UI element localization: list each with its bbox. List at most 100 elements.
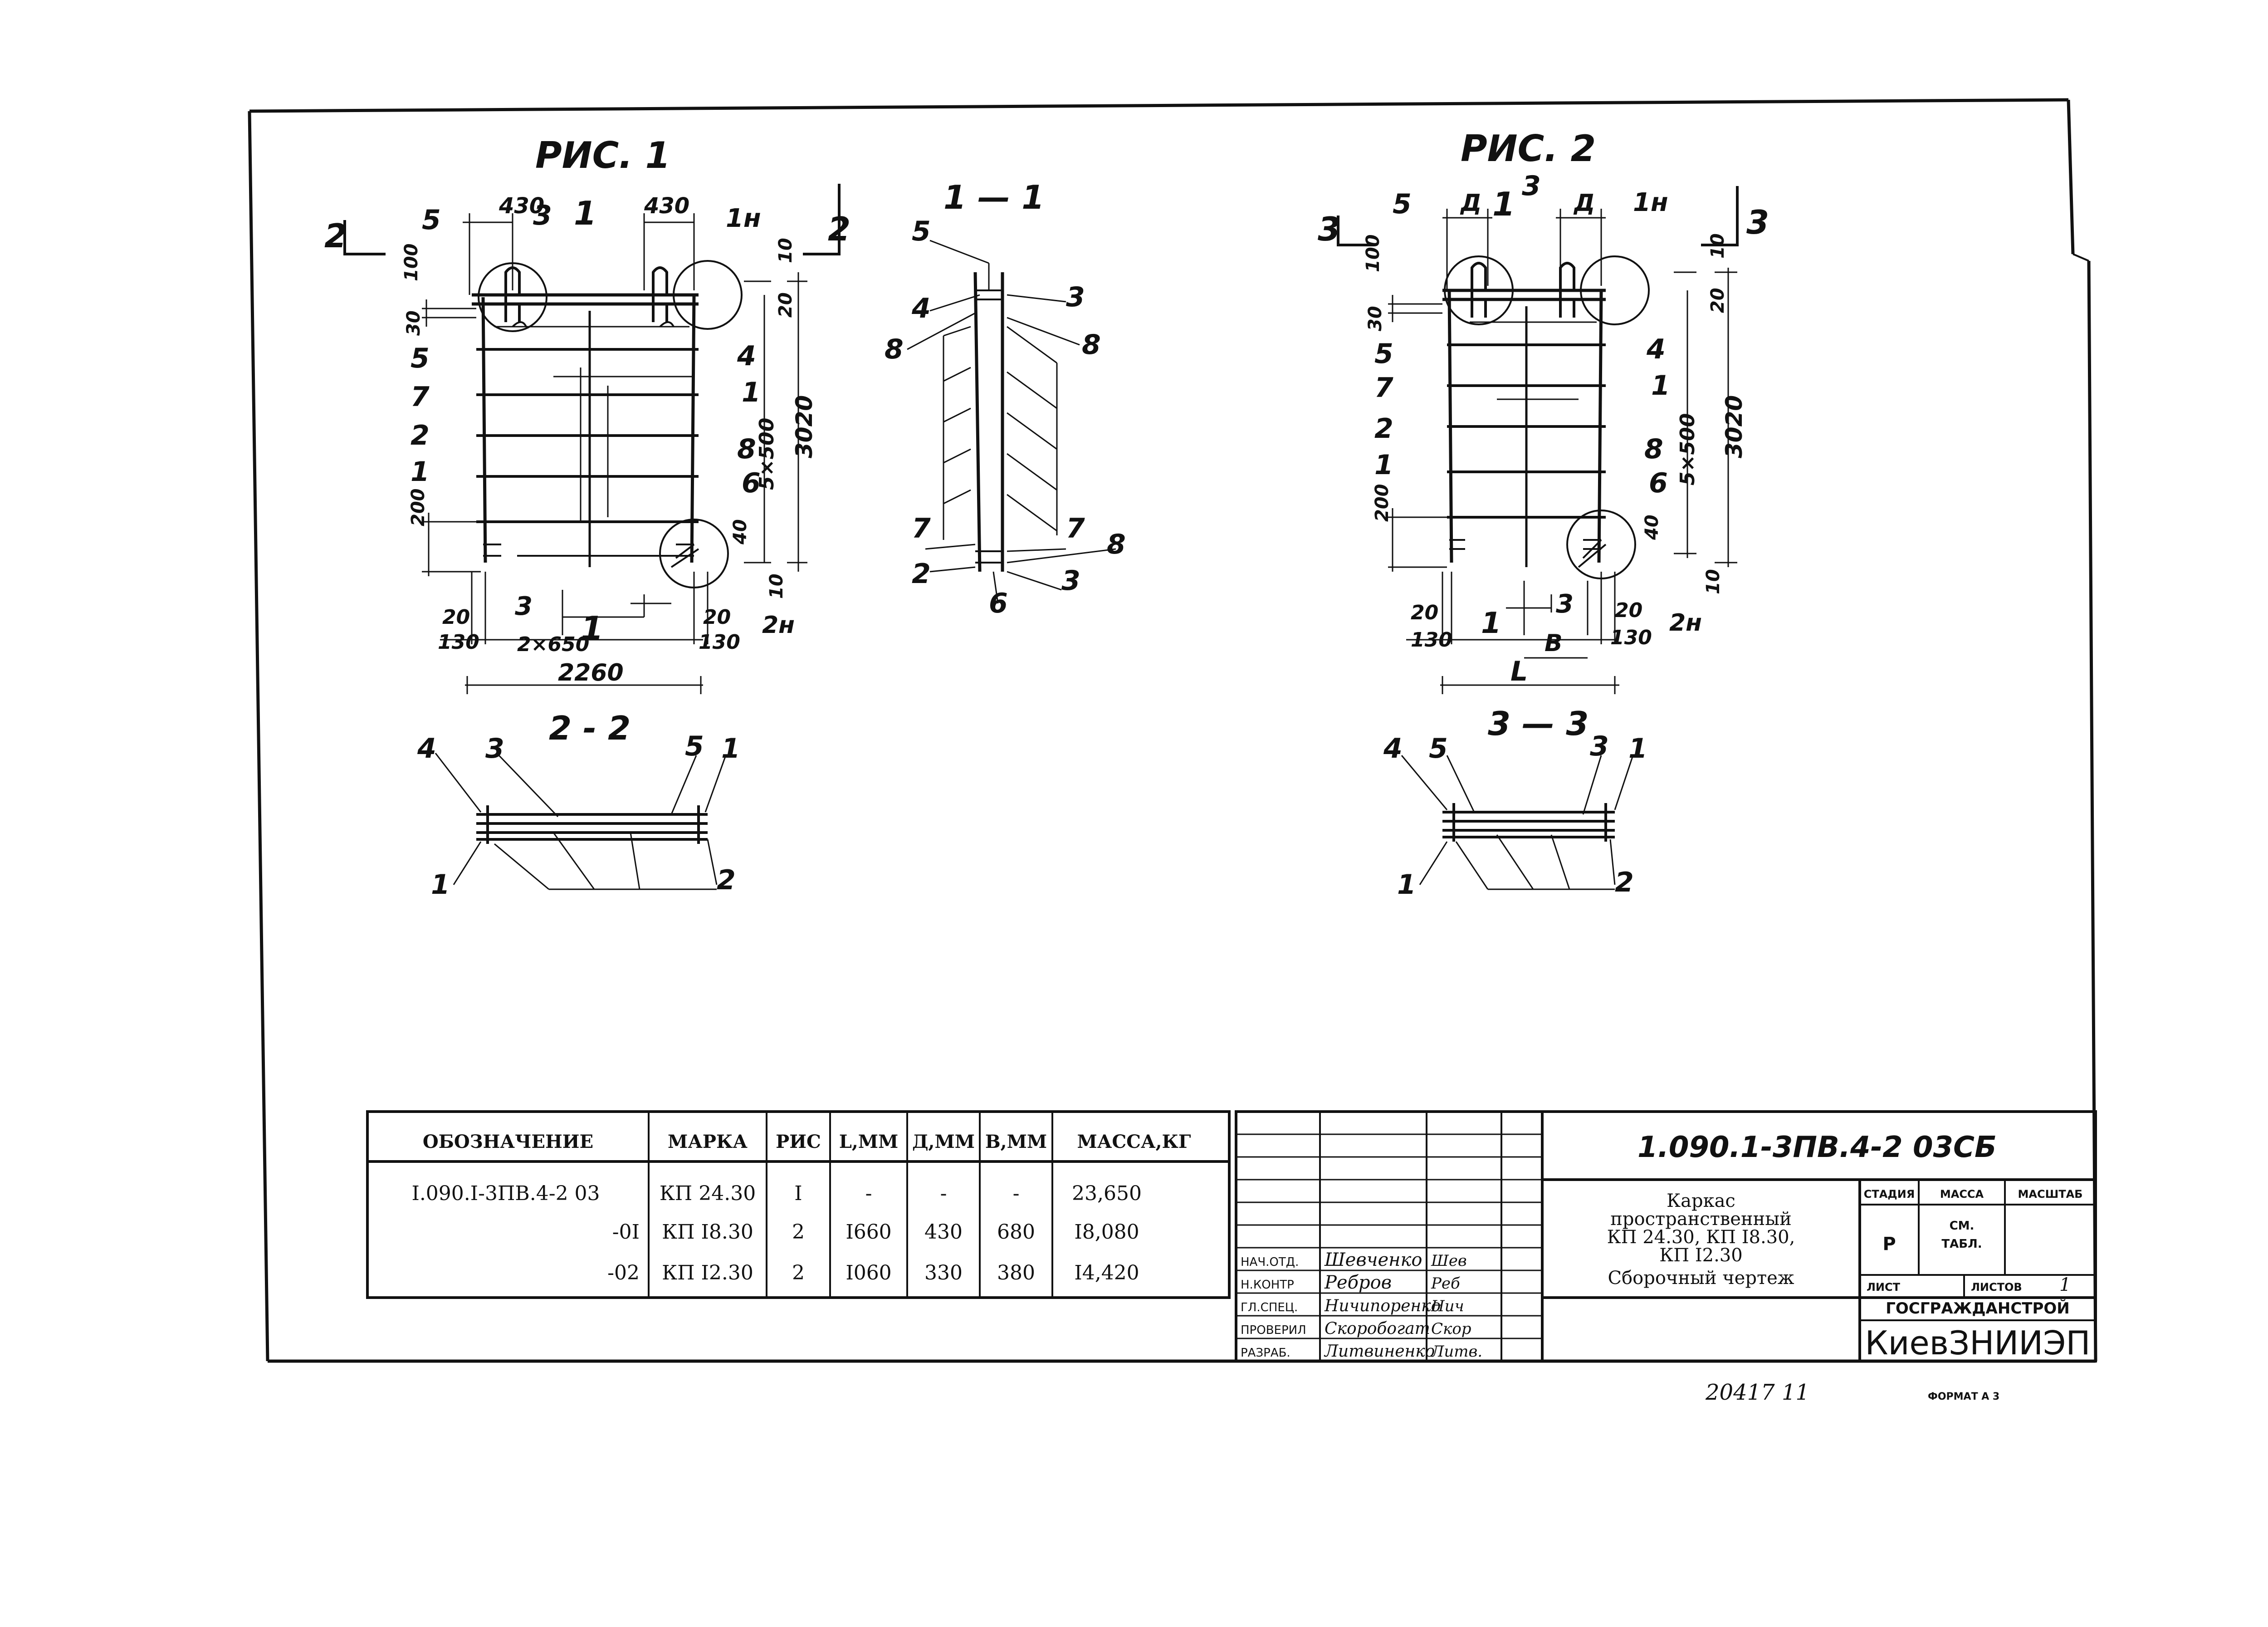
mark-4: 4 — [737, 340, 756, 372]
col-header-designation: ОБОЗНАЧЕНИЕ — [423, 1131, 593, 1152]
section-1-1: 1 — 1 5 3 4 8 8 7 7 8 2 6 3 — [885, 178, 1126, 619]
figure-2: РИС. 2 3 3 5 — [1318, 127, 1769, 694]
dim-430-left: 430 — [499, 193, 544, 219]
spec-table: ОБОЗНАЧЕНИЕ МАРКА РИС L,ММ Д,ММ В,ММ МАС… — [366, 1110, 1231, 1299]
sheets-value: 1 — [2059, 1274, 2071, 1295]
signer-name: Шевченко — [1324, 1250, 1422, 1270]
dim-B: В — [1545, 630, 1563, 657]
fig2-mark-2: 2 — [1374, 413, 1393, 445]
sheets-label: ЛИСТОВ — [1971, 1281, 2022, 1294]
fig2-mark-6: 6 — [1649, 467, 1668, 499]
fig2-dim-10-top: 10 — [1707, 233, 1728, 259]
frame-2-outline — [1442, 255, 1650, 579]
cell-designation: -02 — [607, 1261, 640, 1284]
org-line-2: КиевЗНИИЭП — [1865, 1324, 2090, 1362]
sec11-mark-2: 2 — [912, 558, 931, 590]
col-header-fig: РИС — [776, 1131, 821, 1152]
fig2-mark-3-bottom: 3 — [1556, 589, 1574, 619]
dim-20-top: 20 — [775, 292, 796, 318]
table-row: -02 КП I2.30 2 I060 330 380 I4,420 — [607, 1261, 1139, 1284]
cell-designation: -0I — [612, 1220, 640, 1244]
col-header-mass: МАССА,КГ — [1077, 1131, 1191, 1152]
col-header-L: L,ММ — [839, 1131, 899, 1152]
frame-1-outline — [472, 260, 743, 588]
mark-1-top: 1 — [574, 194, 596, 232]
cell-mass: I4,420 — [1074, 1261, 1139, 1284]
section-1-1-title: 1 — 1 — [943, 178, 1044, 216]
mark-1-left: 1 — [411, 456, 430, 488]
title-line-2: пространственный — [1610, 1209, 1792, 1230]
signature-row: ГЛ.СПЕЦ. Ничипоренко Нич — [1241, 1297, 1464, 1315]
sec33-mark-5: 5 — [1429, 733, 1448, 764]
fig2-dim-100: 100 — [1363, 235, 1383, 273]
sec11-mark-7-left: 7 — [912, 513, 931, 544]
section-2-2: 2 - 2 4 3 5 1 1 2 — [417, 709, 740, 901]
role-label: ГЛ.СПЕЦ. — [1241, 1301, 1298, 1314]
sheet-label: ЛИСТ — [1867, 1281, 1901, 1294]
fig2-mark-3: 3 — [1522, 170, 1541, 202]
sec22-mark-3: 3 — [485, 733, 504, 764]
signature-row: ПРОВЕРИЛ Скоробогат Скор — [1241, 1319, 1471, 1338]
mark-2: 2 — [411, 420, 430, 451]
title-line-5: Сборочный чертеж — [1608, 1268, 1794, 1289]
mass-value-1: СМ. — [1950, 1219, 1975, 1233]
dim-10-bottom: 10 — [766, 573, 787, 599]
inventory-number: 20417 11 — [1705, 1380, 1809, 1405]
fig2-dim-130-left: 130 — [1411, 628, 1452, 652]
role-label: ПРОВЕРИЛ — [1241, 1323, 1306, 1337]
mark-5-side: 5 — [411, 343, 430, 374]
mark-1n: 1н — [726, 204, 761, 233]
sec22-mark-4: 4 — [417, 733, 436, 764]
cell-L: I660 — [846, 1220, 891, 1244]
sec33-mark-2: 2 — [1615, 867, 1634, 898]
signature-row: РАЗРАБ. Литвиненко Литв. — [1241, 1342, 1482, 1361]
sec33-mark-1: 1 — [1628, 733, 1647, 764]
cell-fig: 2 — [792, 1220, 805, 1244]
sheet-frame — [248, 98, 2097, 1363]
cell-mark: КП I2.30 — [662, 1261, 753, 1284]
signature: Литв. — [1430, 1343, 1482, 1361]
figure-2-dimensions — [1388, 209, 1737, 694]
dim-200: 200 — [408, 489, 429, 527]
title-line-3: КП 24.30, КП I8.30, — [1607, 1227, 1795, 1248]
figure-1: РИС. 1 2 2 — [324, 134, 850, 694]
sec11-mark-8-left: 8 — [885, 333, 904, 365]
cell-B: - — [1013, 1182, 1020, 1205]
fig2-dim-40: 40 — [1642, 515, 1662, 540]
fig2-mark-1-top: 1 — [1492, 185, 1515, 223]
mark-7: 7 — [411, 381, 430, 413]
document-code: 1.090.1-3ПВ.4-2 03СБ — [1637, 1131, 1997, 1164]
mark-1-right: 1 — [742, 377, 761, 408]
role-label: НАЧ.ОТД. — [1241, 1255, 1299, 1269]
sec11-mark-4: 4 — [911, 293, 931, 324]
title-block: 1.090.1-3ПВ.4-2 03СБ Каркас пространстве… — [1235, 1110, 2097, 1362]
cell-mark: КП 24.30 — [660, 1182, 756, 1205]
dim-L: L — [1510, 656, 1528, 687]
fig2-dim-30: 30 — [1365, 306, 1386, 331]
sec22-mark-1-bottom: 1 — [431, 869, 450, 901]
col-header-B: В,ММ — [985, 1131, 1047, 1152]
signer-name: Литвиненко — [1324, 1342, 1435, 1361]
cell-B: 680 — [997, 1220, 1035, 1244]
title-line-4: КП I2.30 — [1659, 1245, 1742, 1266]
figure-1-dimensions — [422, 213, 807, 694]
dim-2x650: 2×650 — [517, 633, 589, 656]
section-3-3-title: 3 — 3 — [1488, 705, 1589, 743]
stage-value: Р — [1882, 1234, 1896, 1255]
dim-10-top: 10 — [775, 238, 796, 263]
sec33-mark-1-bottom: 1 — [1397, 869, 1416, 901]
section-3-3: 3 — 3 4 5 3 1 1 2 — [1383, 705, 1647, 901]
cell-L: I060 — [846, 1261, 891, 1284]
org-line-1: ГОСГРАЖДАНСТРОЙ — [1886, 1299, 2070, 1318]
col-header-mark: МАРКА — [668, 1131, 748, 1152]
fig2-dim-130-right: 130 — [1610, 626, 1652, 649]
figure-1-title: РИС. 1 — [535, 134, 670, 176]
dim-30: 30 — [403, 310, 424, 336]
sec11-mark-8-bottom: 8 — [1107, 529, 1126, 560]
sec22-mark-2: 2 — [717, 864, 736, 896]
dim-D-right: Д — [1573, 190, 1595, 217]
dim-40: 40 — [730, 519, 751, 545]
figure-1-labels: 430 430 5 3 1 1н 100 30 5 7 2 1 4 1 8 6 … — [401, 193, 817, 686]
cell-mass: I8,080 — [1074, 1220, 1139, 1244]
fig2-mark-7: 7 — [1374, 372, 1393, 404]
